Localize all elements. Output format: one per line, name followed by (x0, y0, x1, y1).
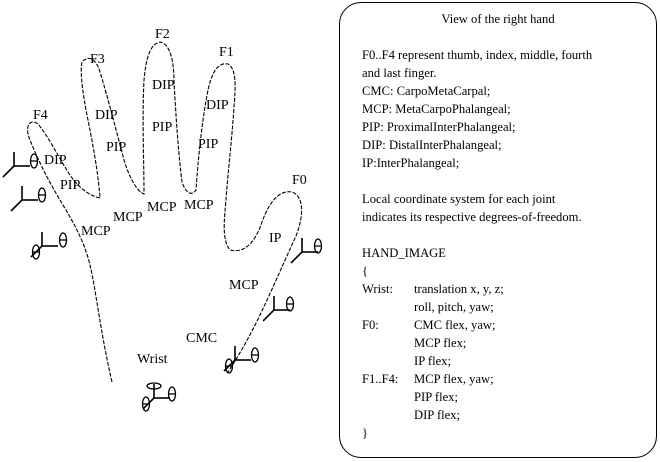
joint-label-mcp-f3: MCP (113, 210, 143, 225)
code-header: HAND_IMAGE (362, 246, 446, 260)
joint-label-ip-f0: IP (269, 231, 282, 246)
hand-diagram: F2 F1 F3 F4 F0 DIP DIP DIP PIP PIP PIP D… (2, 27, 323, 412)
finger-label-f1: F1 (219, 45, 234, 60)
finger-label-f2: F2 (155, 27, 170, 42)
code-label-f0: F0: (362, 318, 379, 332)
dof-frame-f4-dip (2, 151, 39, 178)
intro-line-7: IP:InterPhalangeal; (362, 156, 460, 170)
code-value-f0-3: IP flex; (414, 354, 451, 368)
joint-label-pip-f3: PIP (106, 140, 126, 155)
code-label-wrist: Wrist: (362, 282, 393, 296)
joint-label-dip-f4: DIP (44, 153, 67, 168)
dof-frame-f4-mcp (30, 231, 68, 260)
dof-frame-wrist (141, 382, 177, 412)
code-value-f0-1: CMC flex, yaw; (414, 318, 496, 332)
joint-label-dip-f2: DIP (152, 78, 175, 93)
joint-label-mcp-f2: MCP (147, 200, 177, 215)
finger-label-f3: F3 (90, 52, 105, 67)
code-close-brace: } (362, 426, 369, 440)
intro-line-1: F0..F4 represent thumb, index, middle, f… (362, 48, 593, 62)
code-label-f1-f4: F1..F4: (362, 372, 399, 386)
joint-label-cmc-f0: CMC (186, 331, 217, 346)
dof-frame-f0-ip (290, 237, 323, 264)
finger-label-f0: F0 (292, 173, 307, 188)
code-value-wrist-2: roll, pitch, yaw; (414, 300, 494, 314)
description-panel: View of the right hand F0..F4 represent … (339, 2, 657, 458)
note-line-2: indicates its respective degrees-of-free… (362, 210, 582, 224)
joint-label-pip-f1: PIP (198, 137, 218, 152)
joint-label-mcp-f0: MCP (229, 278, 259, 293)
code-open-brace: { (362, 264, 369, 278)
panel-title: View of the right hand (441, 12, 555, 26)
dof-frame-f4-pip (10, 185, 47, 212)
joint-label-pip-f4: PIP (60, 178, 80, 193)
intro-line-6: DIP: DistalInterPhalangeal; (362, 138, 502, 152)
joint-label-mcp-f4: MCP (81, 224, 111, 239)
code-value-f0-2: MCP flex; (414, 336, 467, 350)
finger-label-f4: F4 (33, 108, 48, 123)
joint-label-dip-f3: DIP (95, 108, 118, 123)
joint-label-dip-f1: DIP (206, 98, 229, 113)
joint-label-pip-f2: PIP (152, 120, 172, 135)
note-line-1: Local coordinate system for each joint (362, 192, 556, 206)
code-value-f1-f4-2: PIP flex; (414, 390, 458, 404)
intro-line-5: PIP: ProximalInterPhalangeal; (362, 120, 516, 134)
intro-line-2: and last finger. (362, 66, 437, 80)
hand-outline (27, 41, 303, 383)
joint-label-wrist: Wrist (137, 352, 168, 367)
code-value-f1-f4-1: MCP flex, yaw; (414, 372, 494, 386)
code-value-wrist-1: translation x, y, z; (414, 282, 504, 296)
intro-line-3: CMC: CarpoMetaCarpal; (362, 84, 491, 98)
intro-line-4: MCP: MetaCarpoPhalangeal; (362, 102, 511, 116)
joint-label-mcp-f1: MCP (184, 198, 214, 213)
code-value-f1-f4-3: DIP flex; (414, 408, 461, 422)
